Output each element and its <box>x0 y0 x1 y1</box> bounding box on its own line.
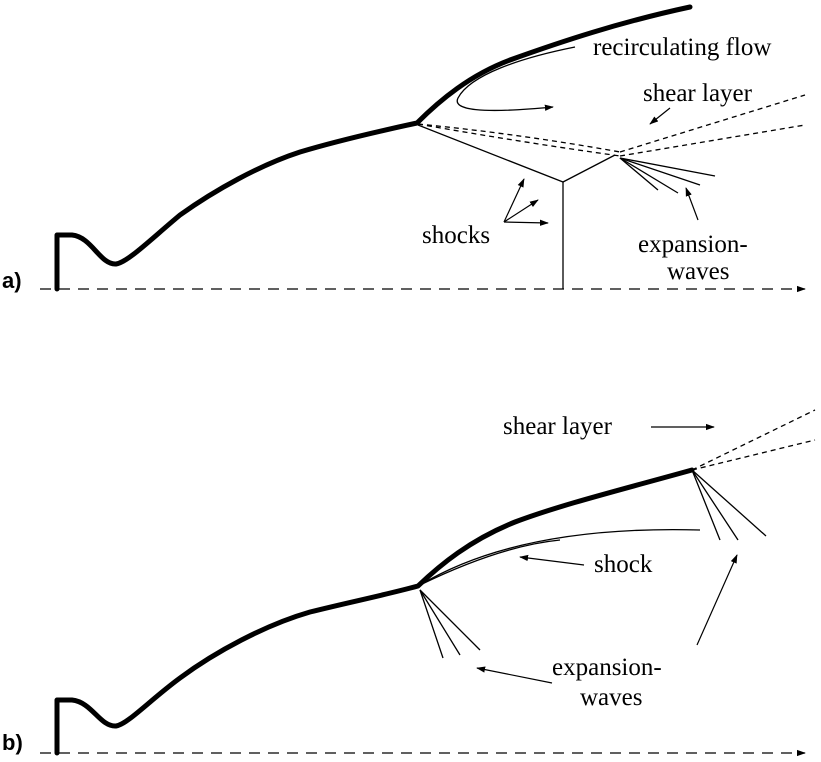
panel-b-label: b) <box>2 730 23 755</box>
panel-b-shear-layer-label: shear layer <box>503 413 613 440</box>
panel-b-expansion-arrow-left <box>476 666 553 684</box>
panel-a-shear-layer-arrow <box>649 107 671 125</box>
panel-b-shock-label: shock <box>594 551 653 578</box>
panel-a-expansion-fan <box>619 157 716 194</box>
panel-a-shocks-arrow-1 <box>503 178 525 223</box>
panel-b-expansion-label-line2: waves <box>580 684 642 711</box>
panel-b-shock-line-1 <box>419 528 701 586</box>
panel-a-reflected-shock <box>562 154 616 183</box>
panel-a-expansion-label-line1: expansion- <box>638 231 748 258</box>
panel-a: recirculating flow shear layer shocks ex… <box>2 4 806 293</box>
panel-b-expansion-label-line1: expansion- <box>552 654 662 681</box>
panel-a-expansion-arrow <box>685 187 699 221</box>
panel-b-expansion-fan-throat <box>419 589 481 659</box>
panel-a-shocks-label: shocks <box>422 222 490 249</box>
panel-a-shocks-arrow-3 <box>503 219 549 226</box>
panel-a-recirculating-streamline <box>456 46 576 112</box>
panel-a-expansion-label-line2: waves <box>667 258 729 285</box>
panel-b: shear layer shock expansion- waves b) <box>2 409 816 757</box>
panel-b-expansion-arrow-right <box>696 554 738 646</box>
panel-a-shear-layer-label: shear layer <box>643 80 753 107</box>
panel-b-shear-layer-lower <box>691 439 816 471</box>
panel-a-shear-layer-outer <box>417 123 621 157</box>
panel-a-oblique-shock <box>417 124 564 183</box>
panel-b-shock-line-2 <box>419 539 561 586</box>
panel-b-expansion-fan-lip <box>691 469 767 541</box>
panel-a-shear-layer-lower <box>619 124 806 157</box>
panel-b-shear-layer-upper <box>691 409 816 471</box>
panel-b-nozzle-contour <box>54 467 695 756</box>
panel-b-shock-arrow <box>519 554 585 566</box>
panel-a-shocks-arrow-2 <box>503 199 539 223</box>
panel-a-label: a) <box>2 268 22 293</box>
panel-a-recirculating-flow-label: recirculating flow <box>593 34 771 61</box>
panel-a-nozzle-contour <box>54 4 693 292</box>
panel-a-shear-layer-inner <box>417 123 621 153</box>
